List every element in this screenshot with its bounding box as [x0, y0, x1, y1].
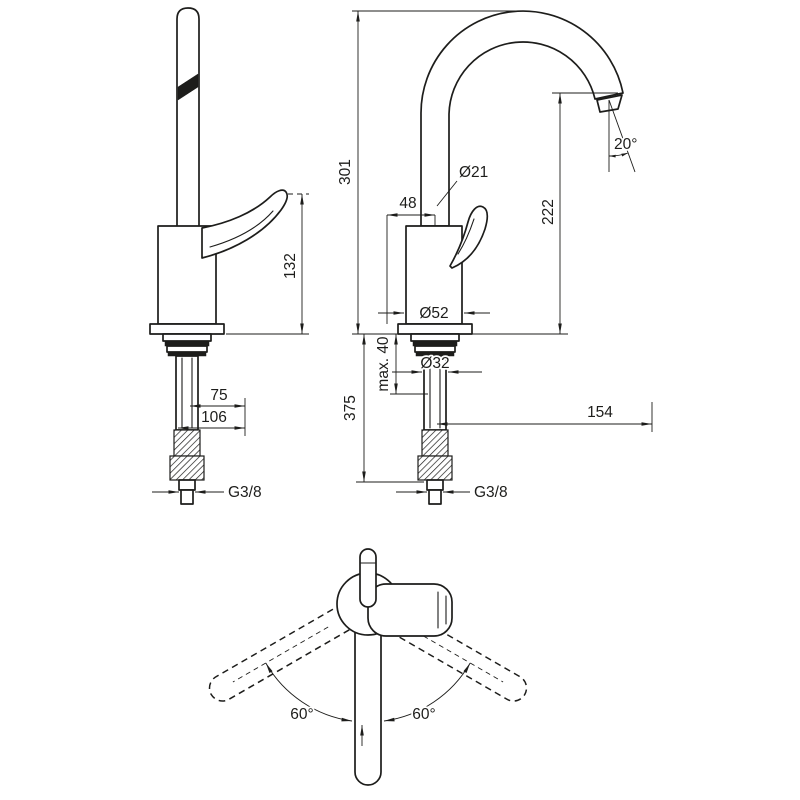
side-handle-contour [209, 210, 274, 248]
front-handle-contour [457, 218, 475, 255]
swivel-spout-outline [208, 592, 375, 702]
dim-body-diameter: Ø52 [378, 303, 490, 324]
swivel-left-label: 60° [290, 706, 313, 723]
dim-154-label: 154 [587, 404, 613, 421]
side-hose-fitting [178, 479, 196, 491]
front-threaded-section [421, 429, 449, 457]
dim-angle-label: 20° [614, 136, 637, 153]
dim-106-label: 106 [201, 409, 227, 426]
side-outlet-mark [177, 73, 199, 101]
dim-132: 132 [226, 193, 309, 335]
dim-body-diameter-label: Ø52 [419, 305, 448, 322]
dim-spout-diameter-label: Ø21 [459, 164, 488, 181]
front-body [405, 225, 463, 325]
front-base-plate [397, 323, 473, 335]
dim-301: 301 [335, 10, 524, 334]
side-connection-callout: G3/8 [152, 482, 263, 503]
front-aerator-tip [596, 94, 623, 113]
top-view: 60° 60° [208, 548, 528, 786]
front-connection-label: G3/8 [474, 484, 508, 501]
dim-max-mounting: max. 40 [373, 334, 428, 395]
side-mounting-stack [162, 333, 212, 505]
dim-154: 154 [437, 402, 653, 432]
dim-106: 106 [178, 398, 246, 436]
dim-spout-diameter: Ø21 [436, 162, 490, 207]
swivel-arc-right [383, 662, 471, 722]
dim-375-label: 375 [342, 395, 359, 421]
front-washer [414, 345, 456, 353]
dim-48: 48 [386, 193, 436, 324]
side-mounting-nut [169, 455, 205, 481]
dim-hole-diameter-label: Ø32 [420, 355, 449, 372]
front-hose-fitting [426, 479, 444, 491]
swivel-spout-outline [361, 592, 528, 702]
side-connection-label: G3/8 [228, 484, 262, 501]
dim-301-label: 301 [337, 159, 354, 185]
dim-max40-label: max. 40 [375, 336, 392, 392]
front-hose-end [428, 489, 442, 505]
side-base-plate [149, 323, 225, 335]
side-handle [201, 189, 289, 259]
dim-75: 75 [190, 385, 245, 408]
swivel-right-label: 60° [412, 706, 435, 723]
side-washer [162, 333, 212, 342]
dim-222-label: 222 [540, 199, 557, 225]
front-mounting-nut [417, 455, 453, 481]
dim-132-label: 132 [282, 253, 299, 279]
side-shank [175, 355, 199, 431]
top-handle-pin [359, 548, 377, 608]
dim-375: 375 [340, 334, 424, 483]
swivel-spout-centerline [232, 626, 329, 683]
swivel-arc-left [265, 662, 353, 722]
front-view: 301 222 Ø21 48 20° Ø52 [335, 10, 653, 505]
side-washer [166, 345, 208, 353]
front-washer [410, 333, 460, 342]
angle-arc [608, 152, 629, 158]
front-swan-spout [420, 10, 624, 227]
dim-48-label: 48 [399, 195, 416, 212]
dim-outlet-angle: 20° [608, 99, 639, 173]
side-threaded-section [173, 429, 201, 457]
dim-hole-diameter: Ø32 [392, 353, 482, 374]
front-mounting-stack [410, 333, 460, 505]
top-spout [354, 603, 382, 786]
dim-222: 222 [538, 92, 618, 334]
front-connection-callout: G3/8 [396, 482, 509, 503]
top-handle [367, 583, 453, 637]
side-hose-end [180, 489, 194, 505]
leader-line [436, 180, 458, 207]
side-spout-column [176, 7, 200, 227]
swivel-spout-left [208, 592, 375, 702]
side-view: 132 75 106 G3/8 [149, 7, 309, 505]
angle-line [608, 99, 636, 173]
dim-75-label: 75 [210, 387, 227, 404]
